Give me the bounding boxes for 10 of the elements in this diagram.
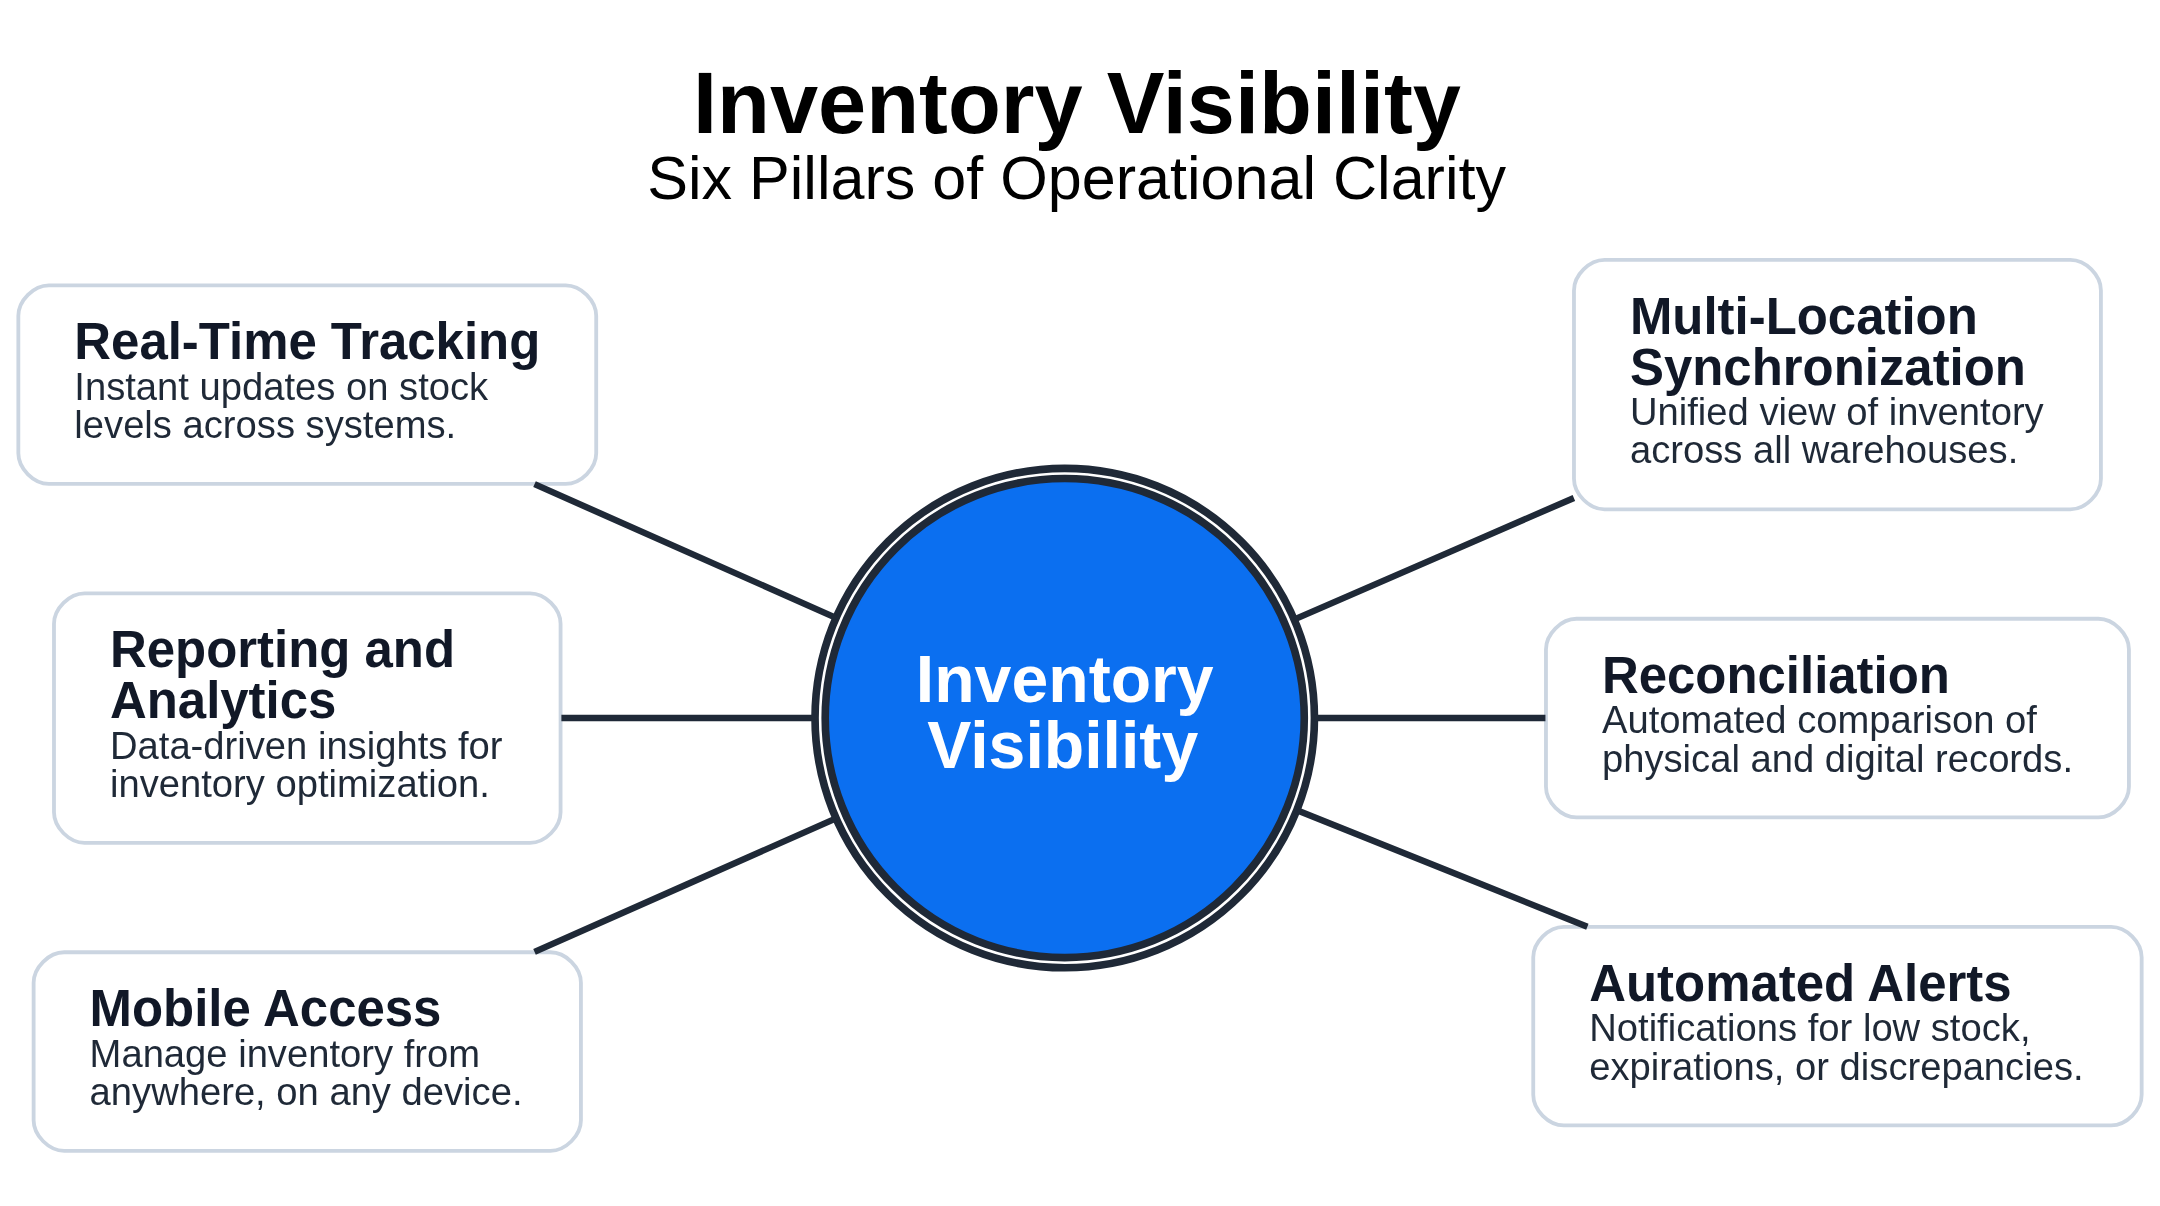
node-box: Real-Time Tracking Instant updates on stock levels across systems. bbox=[16, 282, 599, 486]
connector bbox=[1293, 494, 1576, 622]
node-box: Automated Alerts Notifications for low stock, expirations, or discrepancies. bbox=[1531, 924, 2144, 1127]
connector bbox=[561, 714, 815, 721]
node-box: Mobile Access Manage inventory from anywhere, on any device. bbox=[31, 949, 583, 1153]
node-box: Multi-Location Synchronization Unified view of inventory across all warehouses. bbox=[1572, 257, 2103, 511]
connector bbox=[1296, 807, 1589, 930]
node-circle: Inventory Visibility bbox=[811, 464, 1319, 972]
node-box: Reporting and Analytics Data-driven insights for inventory optimization. bbox=[52, 590, 563, 845]
node-box: Reconciliation Automated comparison of physical and digital records. bbox=[1544, 616, 2131, 819]
